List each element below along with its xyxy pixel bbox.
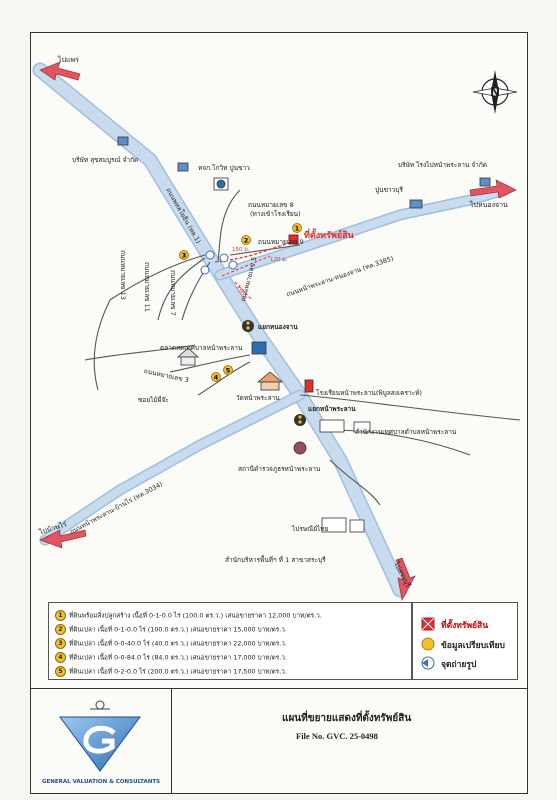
access-route — [214, 241, 293, 263]
photo-points — [200, 250, 238, 275]
svg-text:1: 1 — [295, 225, 300, 233]
place-municipal: สำนักงานเทศบาลตำบลหน้าพระลาน — [355, 428, 457, 436]
place-market: ตลาดสดเทศบาลหน้าพระลาน — [160, 344, 243, 352]
place-branch: สำนักบริหารพื้นที่ฯ ที่ 1 สาขาสระบุรี — [225, 556, 326, 564]
road-label-soi-8-note: (ทางเข้าโรงเรียน) — [250, 210, 301, 218]
svg-text:4: 4 — [214, 374, 219, 382]
comparable-markers: 1 2 3 4 5 — [179, 223, 302, 382]
place-temple: วัดหน้าพระลาน — [236, 394, 280, 402]
road-label-soi-maiphai: ซอยไม้ผี่จ๊ะ — [138, 396, 169, 404]
logo-shield-icon — [59, 716, 141, 772]
junction-naphralan: แยกหน้าพระลาน — [308, 405, 356, 413]
title-block: GENERAL VALUATION & CONSULTANTS แผนที่ขย… — [30, 688, 528, 794]
place-kohwit: หจก.โกวิท ปูนขาว — [198, 164, 250, 172]
key-comparable-icon — [421, 637, 435, 651]
svg-text:2: 2 — [244, 237, 249, 245]
direction-to-phrae: ไปแพร่ — [58, 56, 79, 64]
compass-north-label: N — [490, 85, 501, 99]
junction-nongchan: แยกหนองจาน — [258, 323, 298, 331]
property-marker — [288, 234, 299, 245]
place-post: ไปรษณีย์ไทย — [292, 525, 329, 533]
company-logo: GENERAL VALUATION & CONSULTANTS — [30, 689, 172, 793]
svg-text:5: 5 — [226, 367, 231, 375]
distance-a: 150 ม. — [232, 247, 250, 253]
map-title: แผนที่ขยายแสดงที่ตั้งทรัพย์สิน — [282, 713, 412, 724]
building-icons — [117, 136, 491, 533]
place-lime: ปูนขาวบุรี — [375, 186, 403, 194]
place-school: โรงเรียนหน้าพระลาน(พิบูลสงเคราะห์) — [316, 389, 422, 397]
compass-icon — [472, 70, 518, 114]
road-label-soi-7: ถนนหมายเลข 7 — [169, 270, 177, 316]
company-name: GENERAL VALUATION & CONSULTANTS — [42, 779, 161, 785]
road-label-soi-9: ถนนหมายเลข 9 — [258, 238, 304, 246]
key-property-label: ที่ตั้งทรัพย์สิน — [441, 621, 489, 631]
direction-arrows — [39, 61, 517, 601]
property-label: ที่ตั้งทรัพย์สิน — [304, 231, 354, 241]
place-thaipower: บริษัท ไรงไปหน้าพระลาน จำกัด — [398, 161, 487, 169]
file-number: File No. GVC. 25-0498 — [296, 731, 378, 741]
key-comparable-label: ข้อมูลเปรียบเทียบ — [441, 641, 505, 651]
road-label-soi-11: ถนนหมายเลข 11 — [143, 262, 151, 312]
road-label-soi-8: ถนนหมายเลข 8 — [248, 201, 294, 209]
direction-to-nongchan: ไปหนองจาน — [470, 201, 508, 209]
place-police: สถานีตำรวจภูธรหน้าพระลาน — [238, 465, 321, 473]
svg-text:3: 3 — [182, 252, 187, 260]
key-photo-label: จุดถ่ายรูป — [441, 660, 477, 670]
traffic-light-icons — [242, 320, 306, 426]
road-label-soi-13: ถนนหมายเลข 13 — [119, 250, 127, 300]
map-key: ที่ตั้งทรัพย์สิน ข้อมูลเปรียบเทียบ จุดถ่… — [412, 602, 518, 680]
distance-b: 120 ม. — [270, 257, 288, 263]
place-suksomboon: บริษัท สุขสมบูรณ์ จำกัด — [72, 156, 139, 164]
